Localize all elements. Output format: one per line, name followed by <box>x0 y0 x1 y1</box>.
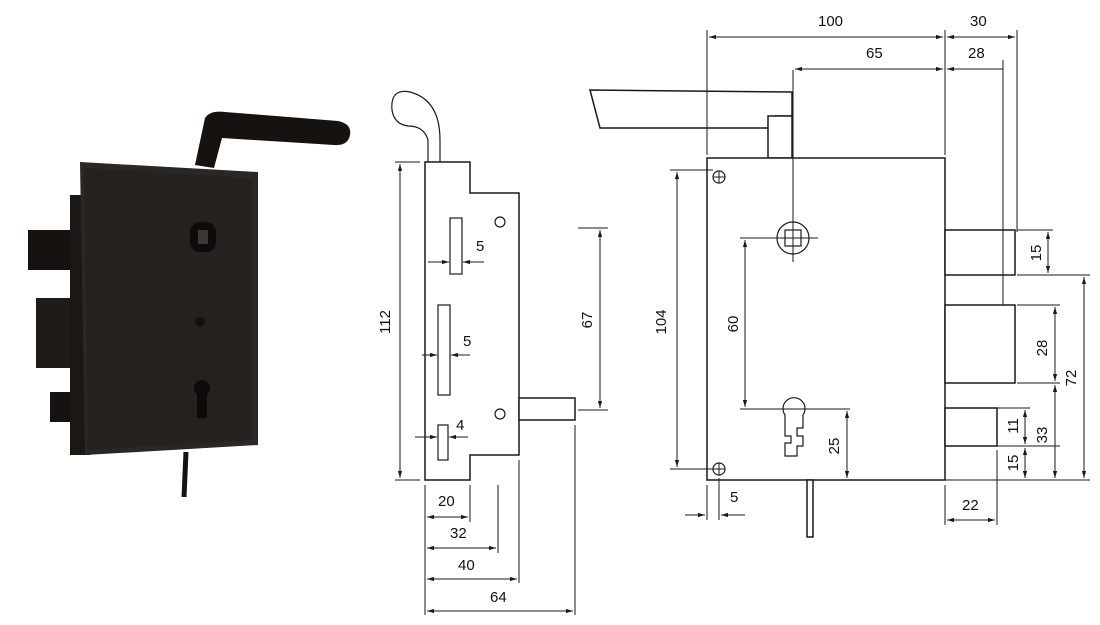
dim-front-100: 100 <box>818 13 843 30</box>
dim-side-32: 32 <box>450 525 467 542</box>
dim-side-slot-5-middle: 5 <box>463 333 471 350</box>
photo-handle-lever <box>195 111 351 168</box>
dim-side-slot-5-upper: 5 <box>476 238 484 255</box>
dim-front-22: 22 <box>962 497 979 514</box>
dim-front-28-top: 28 <box>968 45 985 62</box>
front-lock-body <box>706 157 946 481</box>
side-plate-outline <box>424 161 520 481</box>
dim-front-11: 11 <box>1005 418 1022 434</box>
dim-front-65: 65 <box>866 45 883 62</box>
dim-front-5: 5 <box>730 489 738 506</box>
side-slot-upper <box>449 217 463 275</box>
front-handle-lever <box>589 89 793 129</box>
dim-front-33: 33 <box>1034 427 1051 444</box>
side-hole-lower <box>494 408 506 420</box>
side-slot-middle <box>437 304 451 396</box>
dim-side-slot-4: 4 <box>456 417 464 434</box>
front-rod <box>806 479 814 538</box>
front-handle-neck <box>767 115 793 159</box>
dim-front-25: 25 <box>826 438 843 455</box>
dim-side-67: 67 <box>579 312 596 329</box>
dim-front-72: 72 <box>1063 370 1080 387</box>
dim-front-60: 60 <box>725 316 742 333</box>
side-hole-upper <box>494 216 506 228</box>
dim-side-20: 20 <box>438 493 455 510</box>
dim-front-30: 30 <box>970 13 987 30</box>
front-bolt-bottom <box>944 407 998 447</box>
photo-screw <box>195 317 205 327</box>
photo-rod <box>181 451 189 498</box>
photo-cylinder-core <box>198 230 208 244</box>
dim-front-15-bottom: 15 <box>1005 455 1022 472</box>
dim-front-15-top: 15 <box>1028 245 1045 262</box>
side-slot-lower <box>437 424 449 461</box>
dim-front-104: 104 <box>653 309 670 334</box>
front-bolt-middle <box>944 304 1016 384</box>
dim-front-28-bolt: 28 <box>1034 340 1051 357</box>
dim-side-64: 64 <box>490 589 507 606</box>
dim-side-40: 40 <box>458 557 475 574</box>
side-bolt <box>518 397 576 421</box>
dim-side-112: 112 <box>377 310 394 334</box>
photo-keyhole-slot <box>197 392 207 418</box>
side-handle <box>391 90 441 162</box>
front-bolt-top <box>944 229 1016 276</box>
